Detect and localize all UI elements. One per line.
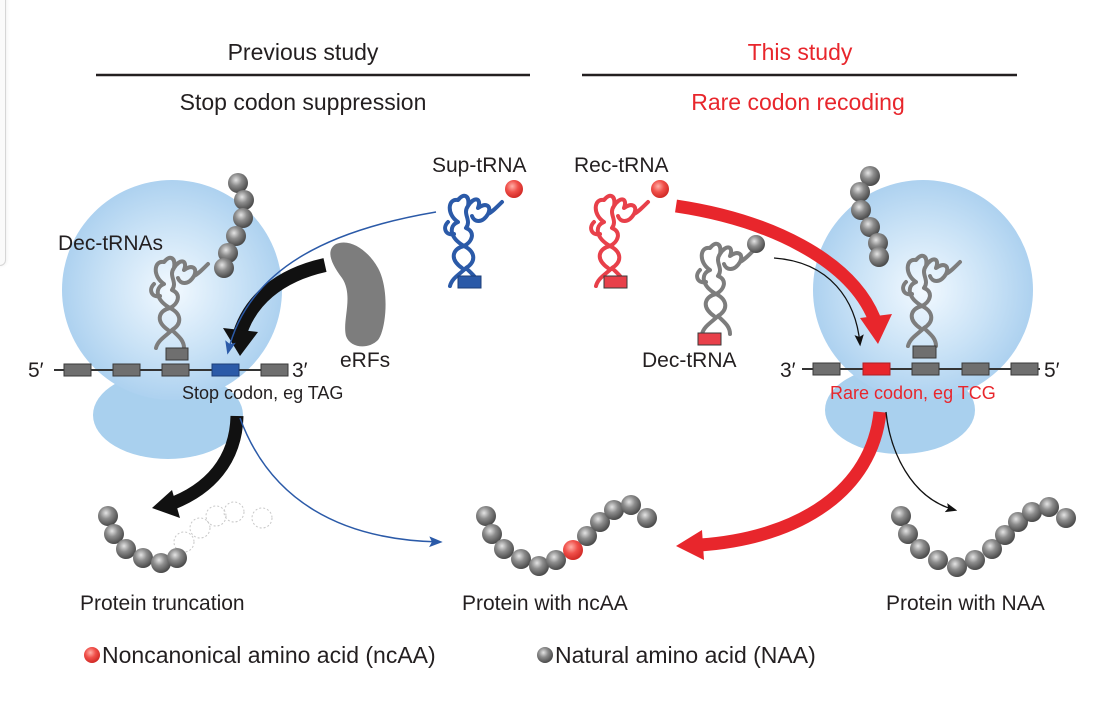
missing-residue <box>205 505 227 527</box>
stop-codon-label: Stop codon, eg TAG <box>182 383 343 403</box>
free-dec-trna-anticodon <box>697 332 722 346</box>
protein-with-naa <box>891 497 1076 577</box>
truncation-arrow <box>165 415 244 512</box>
dec-trna-competition-arrow <box>773 257 864 347</box>
free-dec-trna <box>695 241 756 336</box>
ncaa-residue <box>563 540 583 560</box>
rare-codon <box>862 362 891 376</box>
right-five-prime-label: 5′ <box>1044 359 1060 382</box>
dec-trnas-label: Dec-tRNAs <box>58 232 163 255</box>
codon <box>911 362 940 376</box>
left-header: Previous study <box>228 39 379 65</box>
missing-residue <box>223 501 245 523</box>
sup-trna-ncaa <box>505 180 523 198</box>
left-mrna <box>54 363 289 377</box>
codon <box>112 363 141 377</box>
left-three-prime-label: 3′ <box>292 359 308 382</box>
rec-trna-binding-arrowhead <box>860 314 892 344</box>
right-nascent-peptide <box>850 166 889 267</box>
sup-trna <box>443 193 504 288</box>
erfs-shape <box>330 242 386 347</box>
dec-trna-label: Dec-tRNA <box>642 349 737 372</box>
rec-trna-binding-arrow <box>675 199 881 321</box>
right-subheader: Rare codon recoding <box>691 89 905 115</box>
legend-ncaa-swatch <box>84 647 100 663</box>
sup-trna-anticodon <box>457 275 482 289</box>
sup-trna-label: Sup-tRNA <box>432 154 527 177</box>
legend-naa-swatch <box>537 647 553 663</box>
codon <box>260 363 289 377</box>
ncaa-product-arrow <box>699 411 887 552</box>
free-dec-trna-naa <box>747 235 765 253</box>
erfs-binding-arrow <box>231 258 327 342</box>
protein-with-naa-label: Protein with NAA <box>886 592 1045 615</box>
missing-residue <box>251 507 273 529</box>
legend: Noncanonical amino acid (ncAA) Natural a… <box>84 642 816 668</box>
sup-trna-binding-arrow <box>225 211 437 355</box>
right-ribosome <box>813 180 1033 454</box>
truncated-protein <box>98 501 273 573</box>
codon <box>161 363 190 377</box>
erfs-label: eRFs <box>340 349 390 372</box>
missing-residue <box>173 531 195 553</box>
stop-codon <box>211 363 240 377</box>
right-dec-trna-anticodon <box>912 345 937 359</box>
legend-naa-label: Natural amino acid (NAA) <box>555 642 816 668</box>
codon <box>1010 362 1039 376</box>
truncation-arrowhead <box>152 490 180 518</box>
left-nascent-peptide <box>214 173 254 278</box>
naa-product-arrow <box>885 411 958 513</box>
codon <box>961 362 990 376</box>
rec-trna-anticodon <box>603 275 628 289</box>
left-subheader: Stop codon suppression <box>180 89 427 115</box>
legend-ncaa-label: Noncanonical amino acid (ncAA) <box>102 642 436 668</box>
codon <box>812 362 841 376</box>
rec-trna-ncaa <box>651 180 669 198</box>
codon <box>63 363 92 377</box>
protein-truncation-label: Protein truncation <box>80 592 245 615</box>
right-header: This study <box>748 39 853 65</box>
left-five-prime-label: 5′ <box>28 359 44 382</box>
rare-codon-label: Rare codon, eg TCG <box>830 383 996 403</box>
ncaa-product-arrowhead <box>676 530 704 560</box>
left-dec-trna-anticodon <box>165 347 189 361</box>
protein-with-ncaa <box>476 495 657 576</box>
rec-trna-label: Rec-tRNA <box>574 154 669 177</box>
missing-residue <box>189 517 211 539</box>
right-mrna <box>802 362 1040 376</box>
erfs-binding-arrowhead <box>223 328 258 356</box>
ncaa-incorporation-arrow <box>239 417 443 548</box>
rec-trna <box>589 193 650 288</box>
right-three-prime-label: 3′ <box>780 359 796 382</box>
protein-with-ncaa-label: Protein with ncAA <box>462 592 628 615</box>
